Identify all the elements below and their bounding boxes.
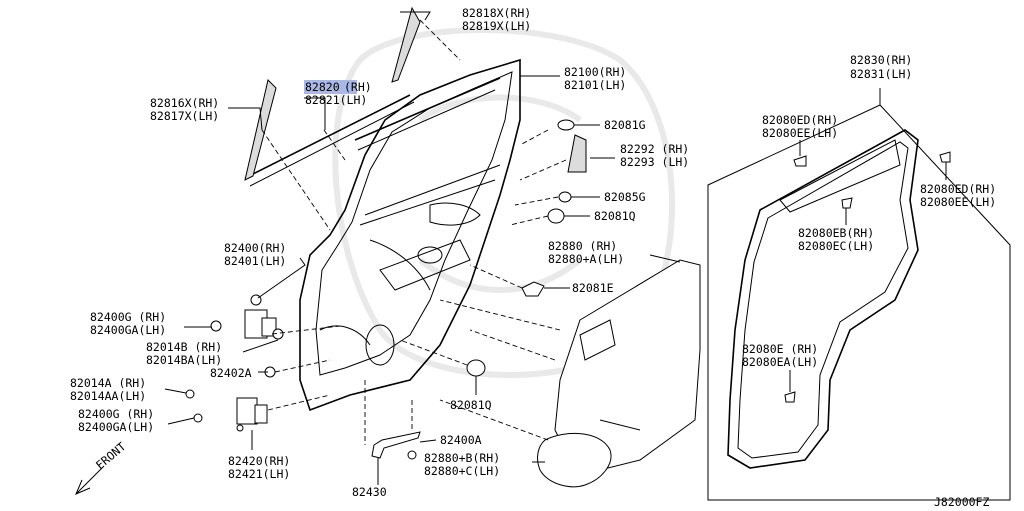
- sealing-screen-82880b: [537, 432, 612, 488]
- front-label: FRONT: [93, 439, 129, 472]
- label-82081e: 82081E: [572, 281, 614, 295]
- label-82080ed-top: 82080ED(RH): [762, 113, 838, 127]
- label-82401: 82401(LH): [224, 254, 286, 268]
- label-82014b: 82014B (RH): [146, 340, 222, 354]
- clip-82081e: [521, 281, 545, 297]
- moulding-82816x: [244, 79, 277, 181]
- label-82816x: 82816X(RH): [150, 96, 219, 110]
- diagram-code: J82000FZ: [934, 495, 989, 509]
- selected-part-highlight: [304, 80, 357, 94]
- upper-hinge-82400: [210, 294, 284, 340]
- label-82081g: 82081G: [604, 118, 646, 132]
- label-82400g-1: 82400G (RH): [90, 310, 166, 324]
- label-82880a: 82880+A(LH): [548, 252, 624, 266]
- label-82400: 82400(RH): [224, 241, 286, 255]
- label-82400a: 82400A: [440, 433, 482, 447]
- label-82081q-top: 82081Q: [594, 209, 636, 223]
- label-82080eb: 82080EB(RH): [798, 226, 874, 240]
- sash-cover-82292: [567, 134, 587, 173]
- label-82081q-bottom: 82081Q: [450, 398, 492, 412]
- lower-hinge-82420: [185, 366, 276, 432]
- plug-82081q-bottom: [466, 359, 486, 377]
- label-82820[interactable]: 82820: [305, 80, 340, 94]
- label-82085g: 82085G: [604, 190, 646, 204]
- door-check-82430: [371, 431, 421, 460]
- label-82402a: 82402A: [210, 366, 252, 380]
- label-82880b: 82880+B(RH): [424, 451, 500, 465]
- label-82293: 82293 (LH): [620, 155, 689, 169]
- label-82421: 82421(LH): [228, 467, 290, 481]
- label-82820-rh: (RH): [344, 80, 372, 94]
- label-82818x: 82818X(RH): [462, 6, 531, 20]
- door-panel-82100: [299, 58, 521, 412]
- grommet-82081g: [557, 119, 575, 131]
- grommet-82085g: [558, 191, 572, 203]
- plug-82081q-top: [547, 208, 565, 224]
- label-82830: 82830(RH): [850, 53, 912, 67]
- label-82014a: 82014A (RH): [70, 376, 146, 390]
- assembly-dashed-lines: [261, 19, 567, 445]
- label-82080e: 82080E (RH): [742, 342, 818, 356]
- label-82819x: 82819X(LH): [462, 19, 531, 33]
- door-weatherstrip-82830: [727, 129, 919, 469]
- label-82292: 82292 (RH): [620, 142, 689, 156]
- front-arrow-icon: [75, 465, 105, 495]
- label-82880c: 82880+C(LH): [424, 464, 500, 478]
- weatherstrip-clips: [784, 151, 951, 403]
- label-82014ba: 82014BA(LH): [146, 353, 222, 367]
- label-82080ee-right: 82080EE(LH): [920, 195, 996, 209]
- label-82880: 82880 (RH): [548, 239, 617, 253]
- right-leader-lines: [789, 140, 947, 392]
- label-82400g-2: 82400G (RH): [78, 407, 154, 421]
- label-82080ec: 82080EC(LH): [798, 239, 874, 253]
- label-82014aa: 82014AA(LH): [70, 389, 146, 403]
- weatherstrip-82820: [244, 94, 415, 187]
- weatherstrip-panel-box: [707, 88, 1011, 501]
- label-82430: 82430: [352, 485, 387, 499]
- label-82831: 82831(LH): [850, 67, 912, 81]
- label-82817x: 82817X(LH): [150, 109, 219, 123]
- leader-lines: [164, 11, 681, 485]
- label-82080ea: 82080EA(LH): [742, 355, 818, 369]
- label-82080ee-top: 82080EE(LH): [762, 126, 838, 140]
- label-82821: 82821(LH): [305, 93, 367, 107]
- sealing-screen-82880: [554, 259, 701, 471]
- label-82080ed-right: 82080ED(RH): [920, 182, 996, 196]
- label-82100: 82100(RH): [564, 65, 626, 79]
- label-82420: 82420(RH): [228, 454, 290, 468]
- label-82101: 82101(LH): [564, 78, 626, 92]
- label-82400ga-2: 82400GA(LH): [78, 420, 154, 434]
- finisher-82818x: [391, 6, 421, 83]
- label-82400ga-1: 82400GA(LH): [90, 323, 166, 337]
